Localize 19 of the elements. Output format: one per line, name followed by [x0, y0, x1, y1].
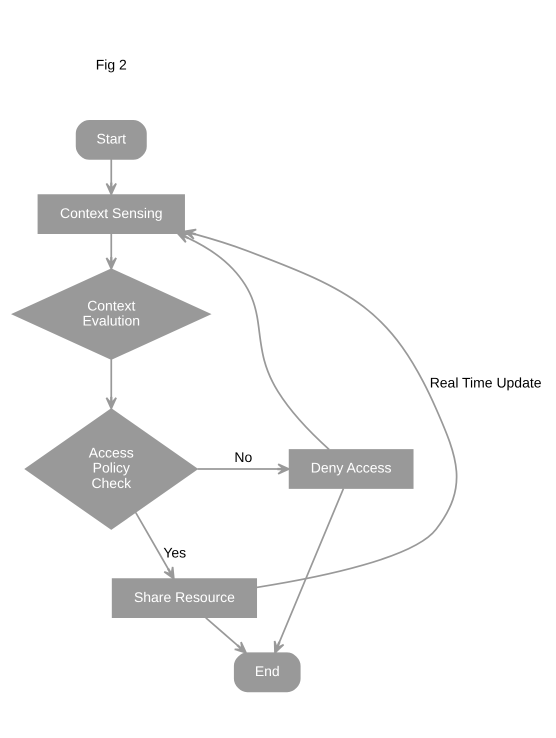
edge-label: No: [234, 448, 252, 465]
arrow: [274, 488, 344, 654]
node-box: End: [234, 652, 301, 692]
edge-label: Yes: [163, 544, 186, 561]
arrow: [205, 617, 247, 654]
arrow: [106, 160, 117, 196]
arrow: [184, 228, 458, 588]
arrow: [198, 463, 290, 475]
arrow: [106, 359, 117, 410]
node-diamond: Context Evalution: [11, 268, 212, 360]
node-diamond: Access Policy Check: [24, 408, 198, 530]
arrow: [106, 234, 117, 270]
label: Fig 2: [96, 56, 127, 72]
arrow: [134, 512, 175, 580]
node-box: Context Sensing: [38, 194, 185, 234]
node-box: Share Resource: [112, 578, 258, 618]
node-box: Deny Access: [288, 449, 414, 489]
node-box: Start: [76, 120, 147, 160]
edge-label: Real Time Update: [430, 374, 542, 391]
